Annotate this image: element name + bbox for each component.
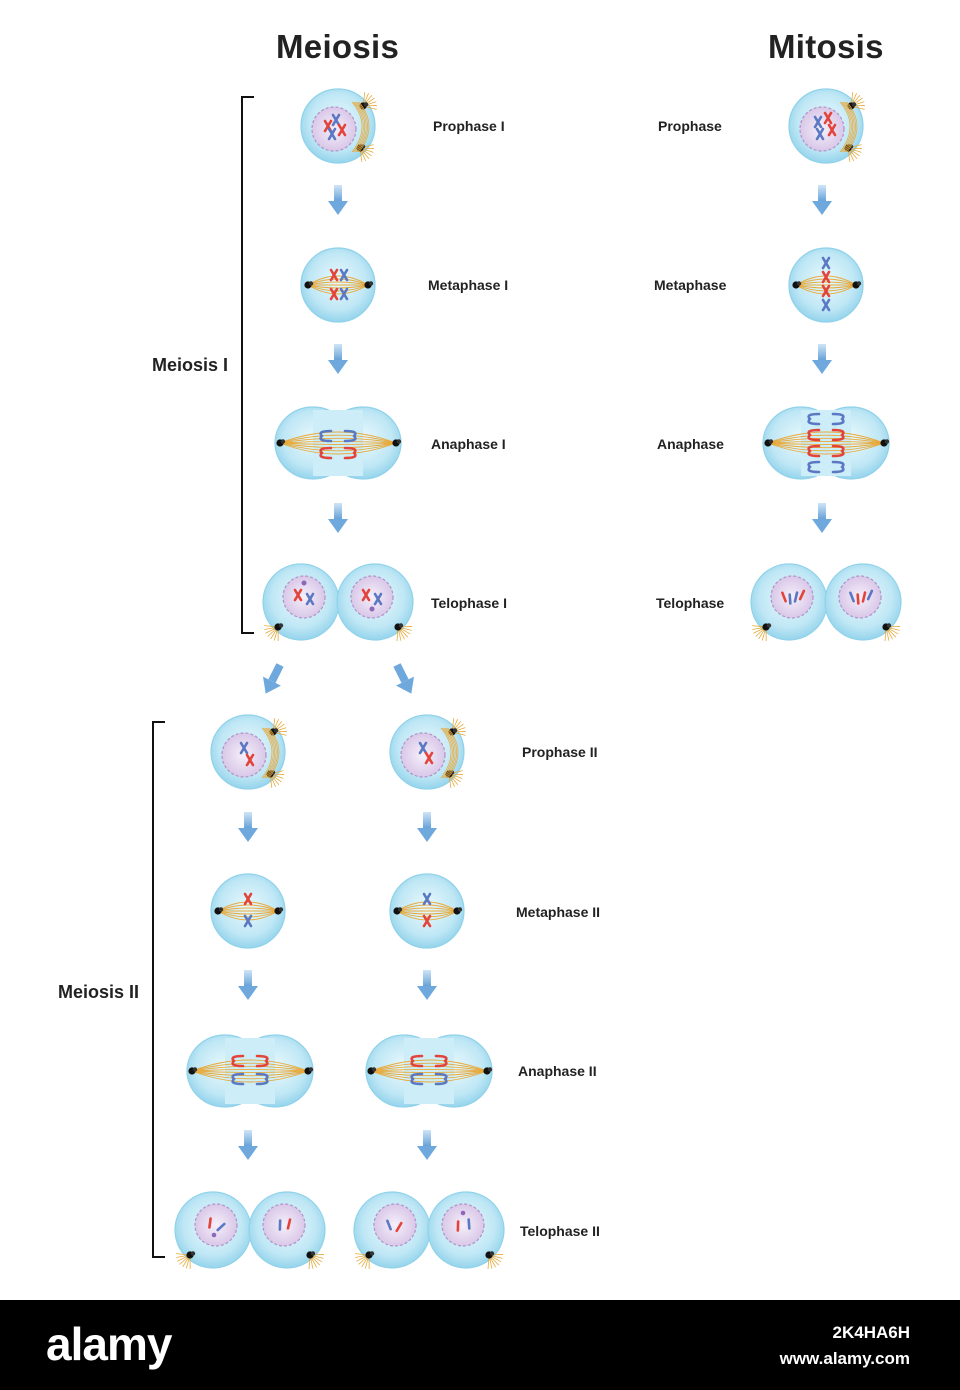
arrow-down-m1-1 <box>328 185 348 215</box>
metaphase-mitosis-cell <box>788 247 864 323</box>
metaphase-2-cell-left <box>210 873 286 949</box>
stage-metaphase: Metaphase <box>654 277 727 293</box>
arrow-down-m2l-1 <box>238 812 258 842</box>
meiosis-1-label: Meiosis I <box>152 355 229 375</box>
arrow-down-m2r-3 <box>417 1130 437 1160</box>
mitosis-title: Mitosis <box>768 28 884 65</box>
arrow-down-mi-2 <box>812 344 832 374</box>
stage-anaphase-2: Anaphase II <box>518 1063 597 1079</box>
prophase-1-cell <box>300 88 378 164</box>
metaphase-2-cell-right <box>389 873 465 949</box>
image-id: 2K4HA6H <box>832 1323 910 1342</box>
meiosis-1-bracket <box>241 96 254 634</box>
arrow-down-m2l-2 <box>238 970 258 1000</box>
arrow-down-m2r-1 <box>417 812 437 842</box>
stage-telophase-1: Telophase I <box>431 595 507 611</box>
stage-anaphase: Anaphase <box>657 436 724 452</box>
telophase-mitosis-cell <box>750 563 902 642</box>
watermark-url: www.alamy.com <box>779 1349 910 1368</box>
anaphase-2-cell-left <box>186 1034 314 1108</box>
stage-prophase: Prophase <box>658 118 722 134</box>
watermark-bar <box>0 1300 960 1390</box>
arrow-down-mi-1 <box>812 185 832 215</box>
stage-anaphase-1: Anaphase I <box>431 436 506 452</box>
stage-prophase-2: Prophase II <box>522 744 598 760</box>
telophase-2-cell-right <box>353 1191 505 1270</box>
anaphase-2-cell-right <box>365 1034 493 1108</box>
telophase-2-cell-left <box>174 1191 326 1270</box>
stage-prophase-1: Prophase I <box>433 118 505 134</box>
stage-metaphase-2: Metaphase II <box>516 904 601 920</box>
meiosis-title: Meiosis <box>276 28 400 65</box>
stage-metaphase-1: Metaphase I <box>428 277 509 293</box>
stage-telophase: Telophase <box>656 595 725 611</box>
prophase-2-cell-left <box>210 714 288 790</box>
prophase-mitosis-cell <box>788 88 866 164</box>
cell-division-diagram <box>152 88 902 1270</box>
metaphase-1-cell <box>300 247 376 323</box>
arrow-down-m2l-3 <box>238 1130 258 1160</box>
anaphase-mitosis-cell <box>762 406 890 480</box>
anaphase-1-cell <box>274 406 402 480</box>
arrow-down-m1-3 <box>328 503 348 533</box>
prophase-2-cell-right <box>389 714 467 790</box>
arrow-down-m1-2 <box>328 344 348 374</box>
arrow-diag-left <box>263 663 284 694</box>
meiosis-2-label: Meiosis II <box>58 982 140 1002</box>
stage-telophase-2: Telophase II <box>520 1223 600 1239</box>
arrow-down-mi-3 <box>812 503 832 533</box>
arrow-down-m2r-2 <box>417 970 437 1000</box>
arrow-diag-right <box>393 663 414 694</box>
telophase-1-cell <box>262 563 414 642</box>
alamy-logo: alamy <box>46 1318 172 1370</box>
meiosis-2-bracket <box>152 721 165 1258</box>
